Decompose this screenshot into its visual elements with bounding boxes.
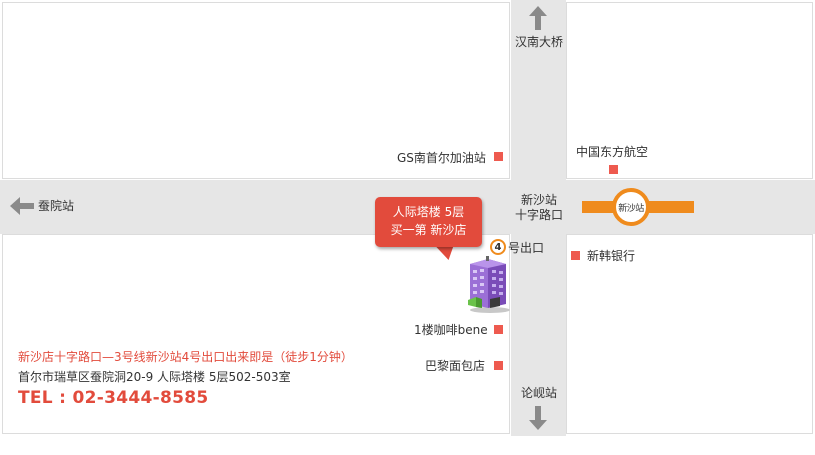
block-top-left bbox=[2, 2, 510, 179]
road-label-south: 论岘站 bbox=[520, 386, 557, 400]
callout-line-2: 买一第 新沙店 bbox=[390, 223, 467, 237]
arrow-up-icon bbox=[529, 6, 547, 30]
landmark-marker-china-eastern bbox=[609, 165, 618, 174]
landmark-marker-paris-baguette bbox=[494, 361, 503, 370]
road-label-north: 汉南大桥 bbox=[514, 35, 563, 49]
intersection-label-1: 新沙站 bbox=[520, 193, 557, 207]
landmark-shinhan-bank: 新韩银行 bbox=[587, 249, 636, 263]
landmark-paris-baguette: 巴黎面包店 bbox=[425, 359, 486, 373]
telephone-text: TEL : 02-3444-8585 bbox=[18, 388, 209, 408]
landmark-cafe-bene: 1楼咖啡bene bbox=[414, 323, 488, 337]
callout-line-1: 人际塔楼 5层 bbox=[392, 205, 465, 219]
landmark-marker-shinhan bbox=[571, 251, 580, 260]
block-bottom-right bbox=[566, 234, 813, 434]
exit-4-badge: 4 bbox=[490, 239, 506, 255]
intersection-label-2: 十字路口 bbox=[514, 208, 563, 222]
address-text: 首尔市瑞草区蚕院洞20-9 人际塔楼 5层502-503室 bbox=[18, 370, 291, 384]
location-callout: 人际塔楼 5层 买一第 新沙店 bbox=[375, 197, 482, 247]
subway-station-sinsa: 新沙站 bbox=[612, 188, 650, 226]
directions-text: 新沙店十字路口—3号线新沙站4号出口出来即是（徒步1分钟） bbox=[18, 350, 353, 364]
exit-label: 号出口 bbox=[508, 241, 545, 255]
landmark-china-eastern: 中国东方航空 bbox=[576, 145, 649, 159]
arrow-left-icon bbox=[10, 197, 34, 215]
landmark-marker-cafe-bene bbox=[494, 325, 503, 334]
block-top-right bbox=[566, 2, 813, 179]
building-icon bbox=[468, 256, 510, 313]
arrow-down-icon bbox=[529, 406, 547, 430]
landmark-gs-station: GS南首尔加油站 bbox=[397, 151, 486, 165]
landmark-marker-gs bbox=[494, 152, 503, 161]
road-label-west: 蚕院站 bbox=[38, 199, 75, 213]
block-bottom-left bbox=[2, 234, 510, 434]
